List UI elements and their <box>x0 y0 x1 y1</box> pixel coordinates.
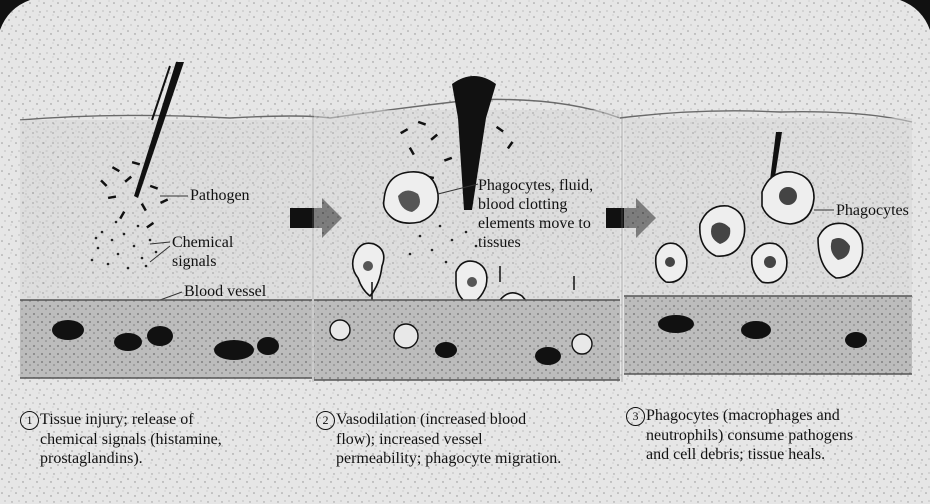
panel-3-illustration <box>624 118 912 374</box>
phagocytes-label: Phagocytes <box>836 201 909 220</box>
migration-label-line: tissues <box>478 233 593 252</box>
caption-line: flow); increased vessel <box>316 430 561 449</box>
blood-vessel-label: Blood vessel <box>184 282 266 301</box>
migration-label-line: elements move to <box>478 214 593 233</box>
pathogen-label: Pathogen <box>190 186 250 205</box>
step-number-badge: 3 <box>626 407 645 426</box>
caption-line: permeability; phagocyte migration. <box>316 449 561 468</box>
caption-line: chemical signals (histamine, <box>20 430 222 449</box>
caption-line: prostaglandins). <box>20 449 222 468</box>
caption-line: and cell debris; tissue heals. <box>626 445 853 464</box>
chemical-signals-label: Chemical signals <box>172 233 233 271</box>
caption-line: neutrophils) consume pathogens <box>626 426 853 445</box>
caption-line: Tissue injury; release of <box>40 411 194 428</box>
caption-line: Phagocytes (macrophages and <box>646 407 840 424</box>
migration-label-line: blood clotting <box>478 195 593 214</box>
panel-1-tissue <box>20 120 312 300</box>
caption-line: Vasodilation (increased blood <box>336 411 526 428</box>
step-number-badge: 1 <box>20 411 39 430</box>
phagocyte-migration-label: Phagocytes, fluid, blood clotting elemen… <box>478 176 593 252</box>
chemical-signals-label-line: Chemical <box>172 233 233 252</box>
chemical-signals-label-line: signals <box>172 252 233 271</box>
step-number-badge: 2 <box>316 411 335 430</box>
migration-label-line: Phagocytes, fluid, <box>478 176 593 195</box>
